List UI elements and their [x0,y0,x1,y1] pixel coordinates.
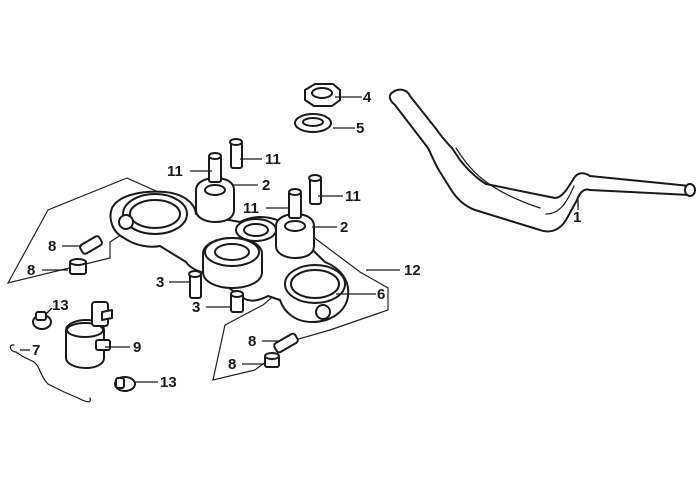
handlebar [388,88,696,233]
callout-6: 6 [377,286,385,303]
bolt-8-b [69,258,87,275]
bolt-3-a [188,270,202,299]
callout-12: 12 [404,262,421,279]
bolt-8-d [264,352,280,368]
callout-11-a: 11 [167,163,183,180]
ignition-switch [65,301,113,369]
callout-8-a: 8 [48,238,56,255]
callout-3-upper: 3 [156,274,164,291]
bolt-11-c [288,188,302,219]
bolt-3-b [230,290,244,313]
screw-13-a [32,311,52,330]
callout-1: 1 [573,209,581,226]
bolt-8-c [273,332,299,354]
callout-13-b: 13 [160,374,177,391]
top-bridge [109,177,350,323]
bolt-11-b [229,138,243,169]
callout-13-a: 13 [52,297,69,314]
callout-8-b: 8 [27,262,35,279]
callout-2-lower: 2 [340,219,348,236]
wire-harness [9,344,91,403]
handlebar-end [684,183,696,197]
nut [304,83,341,107]
callout-11-c: 11 [243,200,259,217]
bolt-8-a [79,235,103,255]
callout-9: 9 [133,339,141,356]
callout-2-upper: 2 [262,177,270,194]
washer [294,113,332,133]
screw-13-b [114,376,136,392]
callout-11-d: 11 [345,188,361,205]
callout-8-c: 8 [248,333,256,350]
callout-5: 5 [356,120,364,137]
bolt-11-d [308,174,322,205]
bolt-11-a [208,152,222,183]
callout-11-b: 11 [265,151,281,168]
callout-3-lower: 3 [192,299,200,316]
callout-8-d: 8 [228,356,236,373]
callout-4: 4 [363,89,372,106]
callout-7: 7 [32,342,40,359]
